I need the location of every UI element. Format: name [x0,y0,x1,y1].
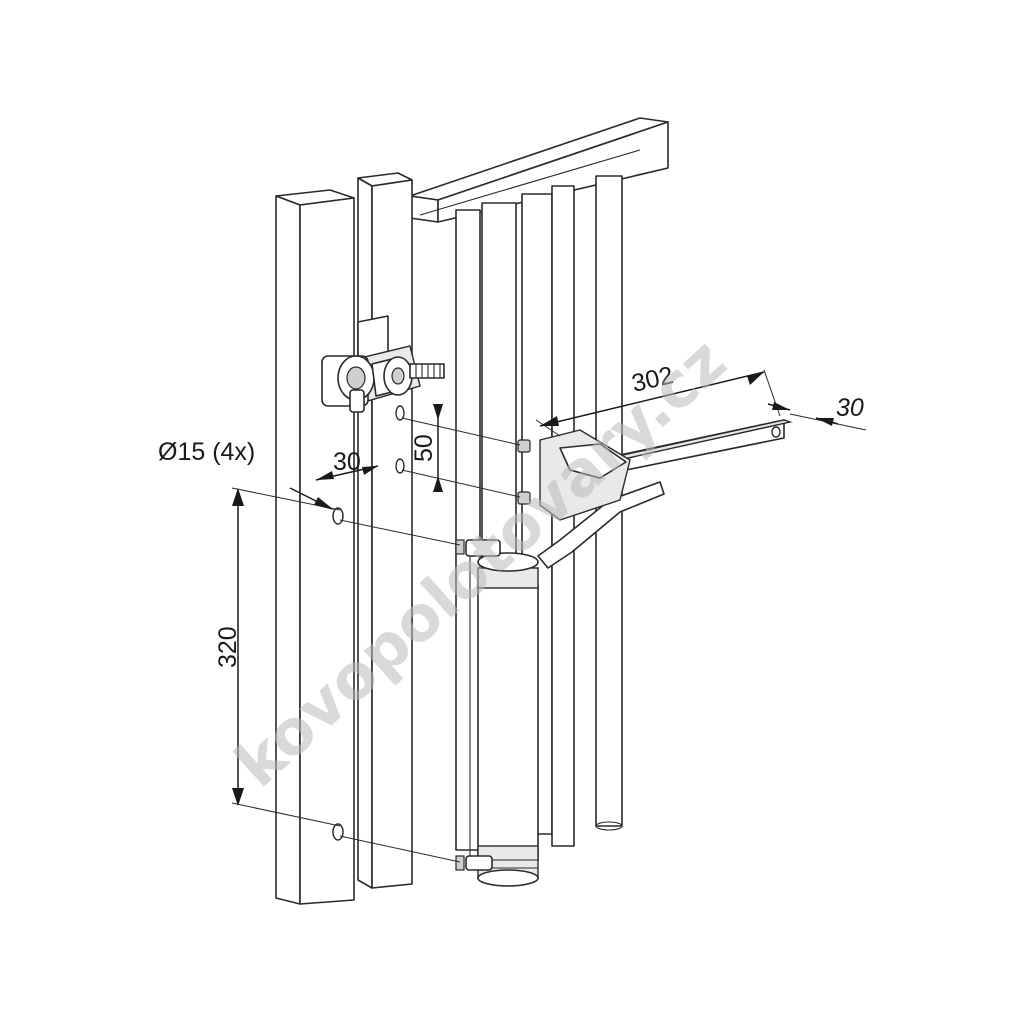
dim-320-label: 320 [214,626,242,668]
closer-cylinder [477,552,539,887]
dim-50-label: 50 [410,434,438,462]
closer-arm [517,419,793,569]
stile-hole-top [395,405,405,421]
dim-30-arm: 30 [767,394,864,426]
post-hole-bottom [332,823,344,841]
dim-30-post: 30 [315,448,379,481]
gate-stile [357,172,413,889]
dim-30-post-label: 30 [333,448,361,476]
dim-30-arm-label: 30 [836,394,864,422]
stile-hole-bottom [395,458,405,474]
dim-302: 302 [539,361,765,427]
dim-50: 50 [410,404,443,492]
dim-hole-diameter: Ø15 (4x) [158,438,334,510]
post-hole-top [332,507,344,525]
cylinder-brackets [455,539,501,871]
hinge [321,315,445,413]
dim-320: 320 [214,488,244,806]
post-holes [332,405,405,841]
gate-top-rail [409,117,669,223]
post [275,189,355,905]
hole-diameter-label: Ø15 (4x) [158,438,255,466]
